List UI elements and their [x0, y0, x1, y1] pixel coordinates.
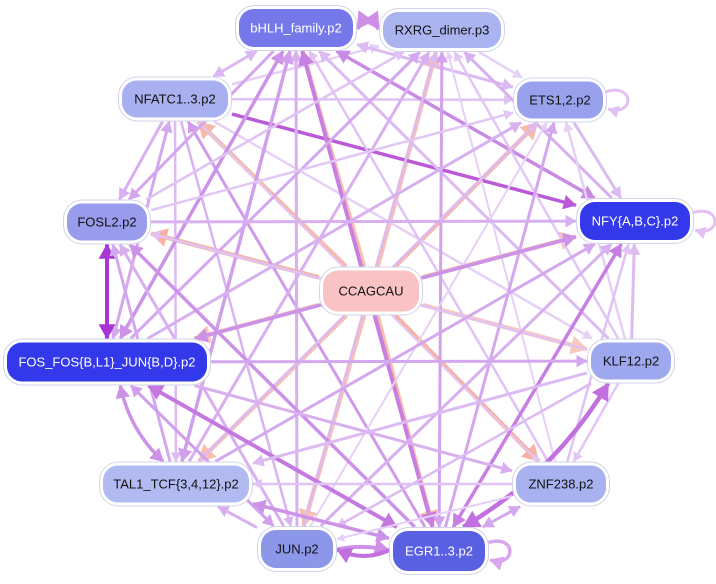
edge-jun-egr: [336, 538, 390, 556]
graph-node-bhlh[interactable]: bHLH_family.p2: [235, 5, 357, 51]
edge-jun-tal1: [217, 505, 258, 529]
node-body[interactable]: [67, 203, 147, 241]
self-loop-layer: [486, 88, 716, 571]
graph-node-jun[interactable]: JUN.p2: [257, 526, 337, 572]
node-body[interactable]: [323, 270, 419, 312]
edge-nfy-rxrg: [463, 50, 613, 200]
edge-jun-ets: [309, 121, 548, 527]
edge-fos_jun-znf238: [194, 384, 513, 475]
edge-rxrg-ets: [478, 50, 523, 79]
edge-znf238-jun: [336, 495, 513, 542]
node-body[interactable]: [261, 530, 333, 568]
edge-fos_jun-rxrg: [129, 50, 421, 340]
graph-node-nfatc[interactable]: NFATC1..3.p2: [118, 76, 232, 122]
node-body[interactable]: [239, 9, 353, 47]
node-body[interactable]: [516, 465, 606, 503]
edge-fosl2-ets: [150, 109, 514, 212]
graph-node-rxrg[interactable]: RXRG_dimer.p3: [379, 8, 505, 52]
edge-jun-bhlh: [289, 50, 303, 527]
self-loop-ets: [604, 88, 630, 119]
edge-fosl2-nfy: [150, 214, 577, 228]
edge-nfatc-bhlh: [212, 49, 258, 78]
self-loop-nfy: [691, 209, 716, 240]
graph-node-fos_jun[interactable]: FOS_FOS{B,L1}_JUN{B,D}.p2: [3, 338, 211, 386]
edge-fos_jun-klf12: [210, 354, 588, 368]
graph-node-egr[interactable]: EGR1..3.p2: [389, 527, 489, 575]
edge-egr-jun: [336, 547, 390, 564]
node-body[interactable]: [383, 12, 501, 48]
edge-fosl2-rxrg: [145, 50, 405, 201]
graph-node-ccagcau[interactable]: CCAGCAU: [319, 266, 423, 316]
node-body[interactable]: [517, 81, 603, 119]
graph-node-fosl2[interactable]: FOSL2.p2: [63, 199, 151, 245]
self-loop-egr: [486, 539, 512, 571]
edge-klf12-nfy: [627, 243, 641, 339]
graph-node-nfy[interactable]: NFY{A,B,C}.p2: [576, 198, 694, 244]
node-body[interactable]: [103, 465, 249, 503]
graph-node-znf238[interactable]: ZNF238.p2: [512, 461, 610, 507]
graph-node-ets[interactable]: ETS1,2.p2: [513, 77, 607, 123]
edge-rxrg-bhlh: [355, 10, 381, 31]
graph-node-klf12[interactable]: KLF12.p2: [587, 338, 675, 384]
edge-ets-nfy: [572, 121, 623, 199]
edge-egr-znf238: [481, 505, 521, 529]
graph-node-tal1[interactable]: TAL1_TCF{3,4,12}.p2: [99, 461, 253, 507]
node-body[interactable]: [7, 342, 207, 382]
node-body[interactable]: [393, 531, 485, 571]
edge-egr-rxrg: [432, 51, 449, 528]
node-body[interactable]: [122, 80, 228, 118]
node-body[interactable]: [591, 342, 671, 380]
edge-layer: [98, 10, 641, 564]
node-body[interactable]: [580, 202, 690, 240]
